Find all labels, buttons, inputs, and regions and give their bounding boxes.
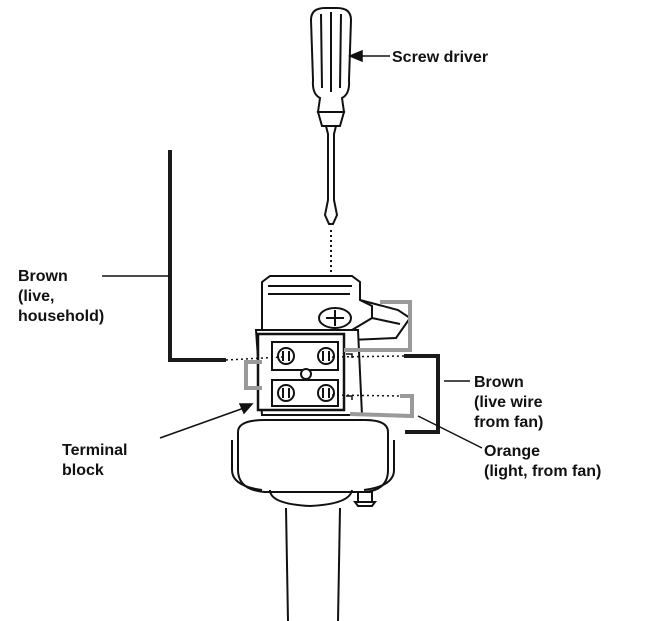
fan-bracket xyxy=(231,275,412,621)
downrod-left xyxy=(285,507,289,621)
screwdriver-arrow xyxy=(348,49,363,63)
wire-grey-bracket xyxy=(344,300,412,352)
label-screwdriver: Screw driver xyxy=(392,49,488,66)
screwdriver-shaft xyxy=(323,125,339,225)
bracket-ridge xyxy=(268,285,352,295)
set-screw xyxy=(357,491,373,503)
wire-brown-fan-dotted xyxy=(331,355,405,358)
label-terminal-block-line1: Terminal xyxy=(62,442,128,459)
bracket-top xyxy=(261,275,373,331)
handle-groove xyxy=(320,13,323,89)
labels: Screw driver Brown (live, household) Bro… xyxy=(18,49,601,480)
wire-brown-household xyxy=(168,150,226,362)
wire-brown-household-dotted xyxy=(225,356,283,361)
fan-collar xyxy=(237,419,389,493)
terminal-block xyxy=(256,332,346,412)
terminal-screw-4 xyxy=(317,384,335,402)
fan-hub xyxy=(269,489,353,508)
terminal-screw-3 xyxy=(277,384,295,402)
screwdriver xyxy=(309,7,353,354)
label-brown-household-line1: Brown xyxy=(18,268,68,285)
fan-collar-lip-right xyxy=(363,440,395,491)
wire-orange-fan-dotted xyxy=(331,394,401,397)
orange-fan-leader xyxy=(417,415,483,449)
fan-collar-lip-left xyxy=(231,440,263,491)
leader-lines xyxy=(102,49,483,449)
handle-groove xyxy=(339,13,342,89)
label-brown-fan-line1: Brown xyxy=(474,374,524,391)
wire-end-marks xyxy=(346,353,353,400)
label-orange-fan-line2: (light, from fan) xyxy=(484,463,601,480)
downrod-right xyxy=(337,507,341,621)
terminal-center-screw xyxy=(300,368,312,380)
terminal-block-leader xyxy=(159,407,245,439)
set-screw-nut xyxy=(353,501,377,507)
label-terminal-block-line2: block xyxy=(62,462,104,479)
bracket-arm-lower xyxy=(371,317,401,325)
label-brown-fan-line3: from fan) xyxy=(474,414,543,431)
wires xyxy=(168,150,440,434)
label-brown-household-line2: (live, xyxy=(18,288,54,305)
wire-grey-left-loop xyxy=(244,360,262,390)
terminal-screw-1 xyxy=(277,347,295,365)
label-brown-household-line3: household) xyxy=(18,308,104,325)
label-orange-fan-line1: Orange xyxy=(484,443,540,460)
screwdriver-ferrule xyxy=(316,111,346,127)
terminal-screw-2 xyxy=(317,347,335,365)
label-brown-fan-line2: (live wire xyxy=(474,394,543,411)
wire-brown-fan xyxy=(404,354,440,434)
wire-orange-fan xyxy=(349,394,414,419)
terminal-block-arrow xyxy=(238,403,254,415)
